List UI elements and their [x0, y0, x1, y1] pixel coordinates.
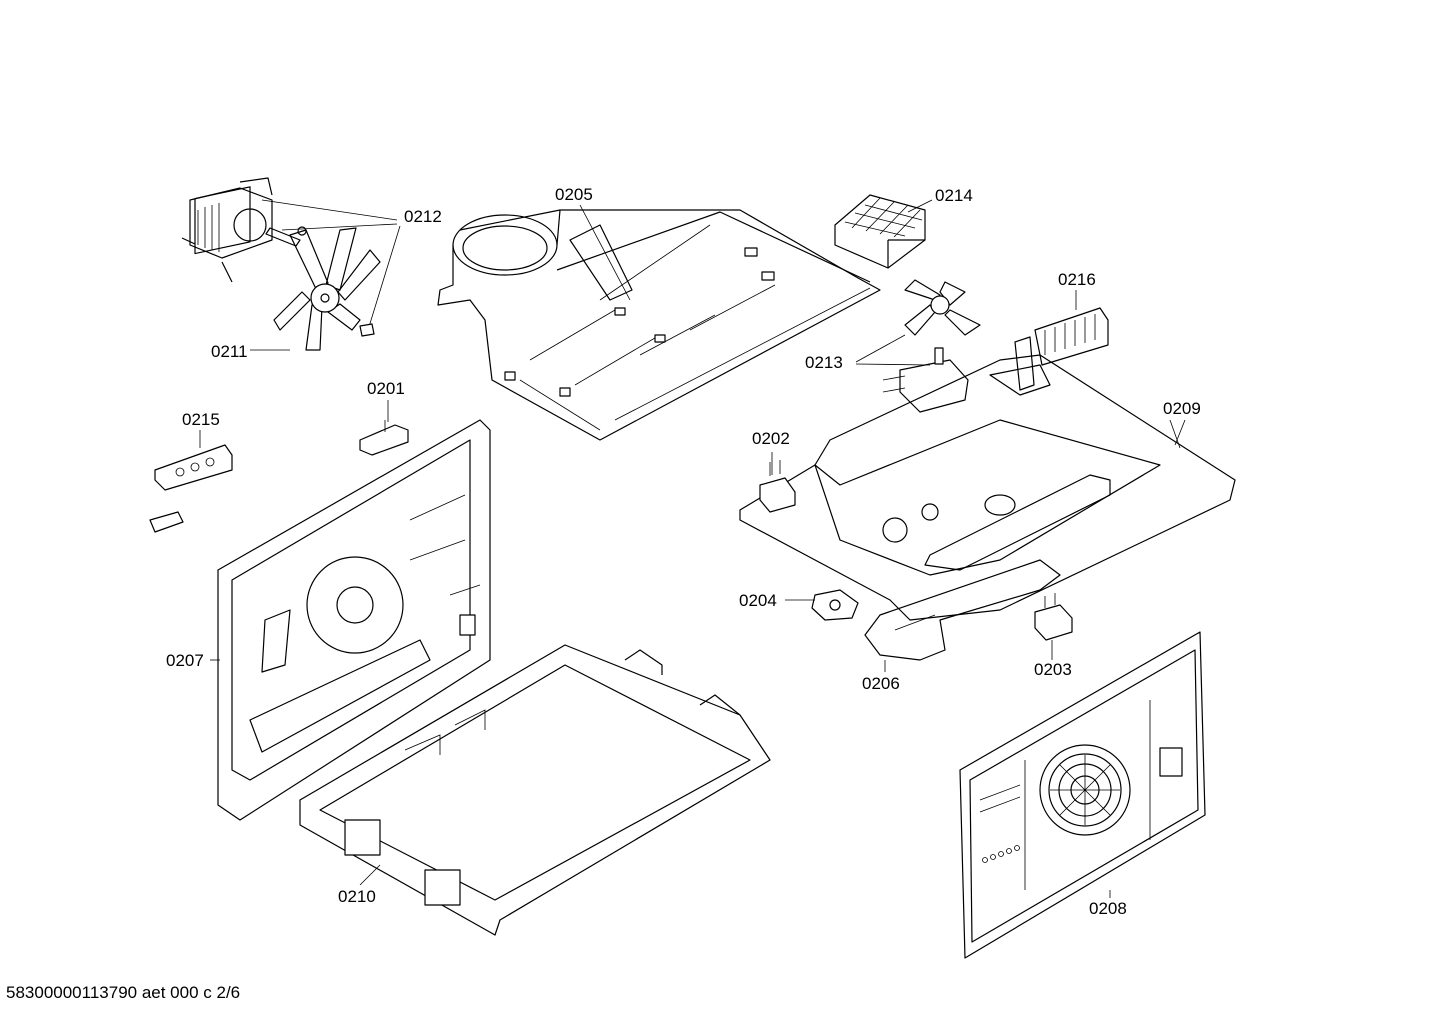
label-0206: 0206 [862, 674, 900, 693]
label-0211: 0211 [211, 342, 248, 361]
label-0210: 0210 [338, 887, 376, 906]
label-0208: 0208 [1089, 899, 1127, 918]
label-0209: 0209 [1163, 399, 1201, 418]
fan-cover-0208-drawing [959, 631, 1206, 959]
label-0215: 0215 [182, 410, 220, 429]
label-0205: 0205 [555, 185, 593, 204]
label-0201: 0201 [367, 379, 405, 398]
heat-sink-0214-drawing [834, 194, 933, 269]
air-duct-0205-drawing [437, 204, 881, 441]
small-fan-0213-drawing [855, 279, 981, 413]
label-0213: 0213 [805, 353, 843, 372]
label-0214: 0214 [935, 186, 973, 205]
floor-pan-0210-drawing [299, 644, 771, 936]
label-0212: 0212 [404, 207, 442, 226]
thermostat-0203-drawing [1034, 593, 1073, 660]
label-0203: 0203 [1034, 660, 1072, 679]
label-0204: 0204 [739, 591, 777, 610]
document-code: 58300000113790 aet 000 c 2/6 [6, 983, 241, 1002]
thermostat-0202-drawing [759, 452, 796, 513]
label-0216: 0216 [1058, 270, 1096, 289]
heating-element-0206-drawing [864, 559, 1061, 672]
part-0201-drawing [359, 400, 409, 456]
terminal-block-0216-drawing [1014, 290, 1109, 391]
base-plate-0209-drawing [739, 354, 1236, 621]
fan-blade-0211-drawing [250, 227, 381, 351]
label-0207: 0207 [166, 651, 204, 670]
label-0202: 0202 [752, 429, 790, 448]
bracket-0204-drawing [785, 589, 859, 621]
rear-wall-0207-drawing [210, 419, 491, 821]
fan-motor-0212-drawing [181, 177, 401, 331]
terminal-strip-0215-drawing [149, 430, 233, 533]
